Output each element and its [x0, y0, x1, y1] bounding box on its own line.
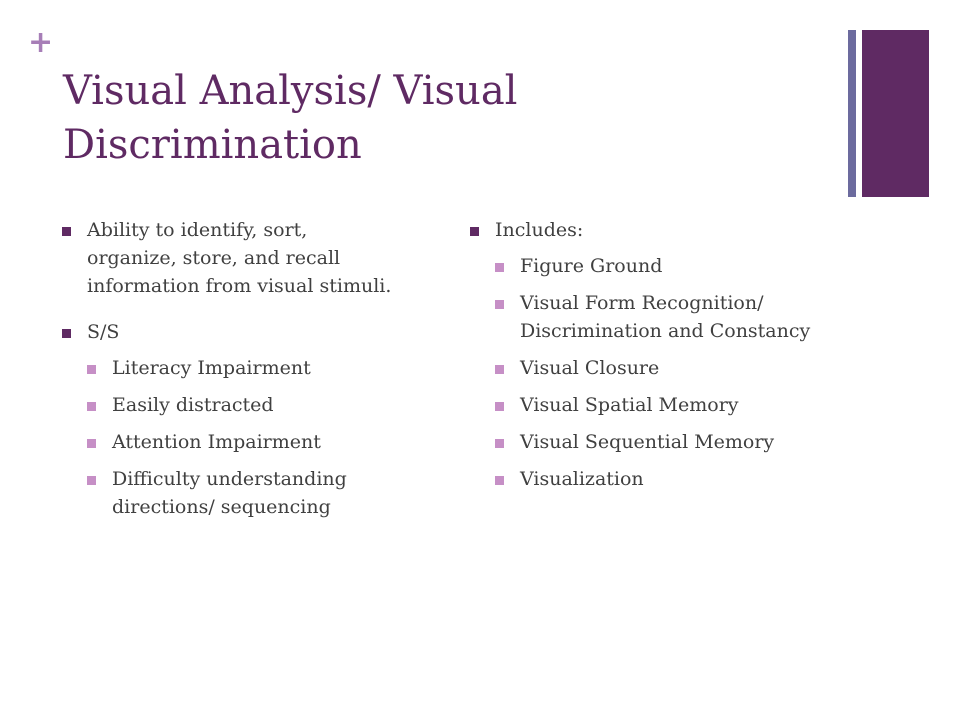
bullet-includes: Includes: Figure Ground Visual Form Reco…	[470, 216, 820, 493]
sub-bullet: Literacy Impairment	[87, 354, 402, 382]
sub-bullet: Attention Impairment	[87, 428, 402, 456]
bullet-ability: Ability to identify, sort, organize, sto…	[62, 216, 402, 300]
sub-bullet: Figure Ground	[495, 252, 820, 280]
bullet-label: S/S	[87, 321, 120, 343]
sub-bullet: Visual Form Recognition/ Discrimination …	[495, 289, 820, 345]
plus-icon: +	[28, 25, 54, 60]
accent-bar-wide	[862, 30, 929, 197]
sub-bullet-list: Literacy Impairment Easily distracted At…	[87, 354, 402, 521]
accent-bar-thin	[848, 30, 856, 197]
left-column: Ability to identify, sort, organize, sto…	[62, 216, 402, 530]
slide-title: Visual Analysis/ Visual Discrimination	[63, 68, 518, 168]
bullet-signs-symptoms: S/S Literacy Impairment Easily distracte…	[62, 318, 402, 521]
sub-bullet: Visual Spatial Memory	[495, 391, 820, 419]
bullet-label: Includes:	[495, 219, 584, 241]
sub-bullet: Difficulty understanding directions/ seq…	[87, 465, 402, 521]
sub-bullet: Visual Closure	[495, 354, 820, 382]
sub-bullet: Visual Sequential Memory	[495, 428, 820, 456]
sub-bullet-list: Figure Ground Visual Form Recognition/ D…	[495, 252, 820, 493]
sub-bullet: Visualization	[495, 465, 820, 493]
right-column: Includes: Figure Ground Visual Form Reco…	[470, 216, 820, 502]
sub-bullet: Easily distracted	[87, 391, 402, 419]
